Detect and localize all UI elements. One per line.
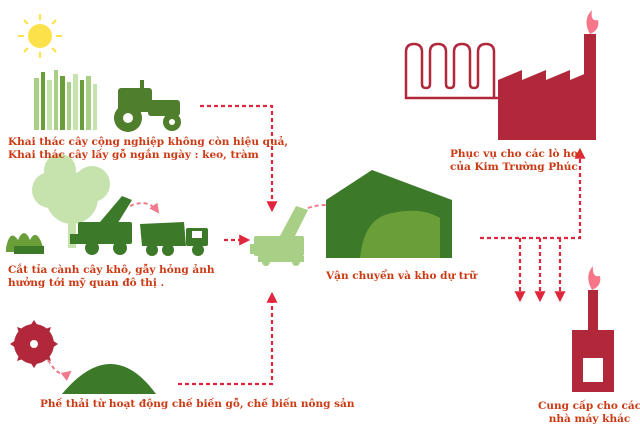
boiler-label-line2: của Kim Trường Phúc xyxy=(450,161,578,173)
wood-chipper-icon xyxy=(250,206,308,266)
plantation-label: Khai thác cây cộng nghiệp không còn hiệu… xyxy=(8,136,288,162)
tractor-icon xyxy=(114,80,181,132)
pruning-label-line2: hưởng tới mỹ quan đô thị . xyxy=(8,277,165,289)
waste-label: Phế thải từ hoạt động chế biến gỗ, chế b… xyxy=(40,398,354,411)
wood-chipper-icon xyxy=(70,196,132,255)
pruning-label: Cắt tỉa cành cây khô, gẫy hỏng ảnh hưởng… xyxy=(8,264,215,290)
plantation-label-line1: Khai thác cây cộng nghiệp không còn hiệu… xyxy=(8,136,289,148)
plantation-label-line2: Khai thác cây lấy gỗ ngắn ngày : keo, tr… xyxy=(8,149,259,161)
sawdust-flow-arrow xyxy=(47,359,72,381)
transport-storage-label-text: Vận chuyển và kho dự trữ xyxy=(326,270,477,282)
supply-label-line1: Cung cấp cho các xyxy=(538,400,640,412)
chimney-icon xyxy=(572,290,614,392)
tree-icon xyxy=(32,154,110,248)
flow-arrows xyxy=(178,104,586,386)
waste-label-text: Phế thải từ hoạt động chế biến gỗ, chế b… xyxy=(40,398,355,410)
bushes-icon xyxy=(6,233,44,254)
saw-blade-icon xyxy=(10,320,58,368)
arrow-storage-to-boiler xyxy=(480,147,586,240)
crops-icon xyxy=(34,70,97,130)
supply-label: Cung cấp cho các nhà máy khác xyxy=(538,400,640,426)
storage-warehouse-icon xyxy=(326,170,452,258)
arrow-waste-to-chipper xyxy=(178,291,278,386)
chip-flow-arrow xyxy=(129,202,160,214)
sun-icon xyxy=(18,14,62,58)
factory-icon xyxy=(498,34,596,140)
boiler-label: Phục vụ cho các lò hơi của Kim Trường Ph… xyxy=(450,148,582,174)
boiler-label-line1: Phục vụ cho các lò hơi xyxy=(450,148,582,160)
supply-label-line2: nhà máy khác xyxy=(548,413,631,425)
steam-pipe-icon xyxy=(404,42,514,100)
flame-icon xyxy=(586,10,599,34)
pruning-label-line1: Cắt tỉa cành cây khô, gẫy hỏng ảnh xyxy=(8,264,215,276)
arrow-plantation-to-chipper xyxy=(200,104,278,213)
transport-storage-label: Vận chuyển và kho dự trữ xyxy=(326,270,477,283)
sawdust-pile-icon xyxy=(62,364,156,394)
flame-icon xyxy=(588,266,601,290)
dump-truck-icon xyxy=(140,222,208,256)
